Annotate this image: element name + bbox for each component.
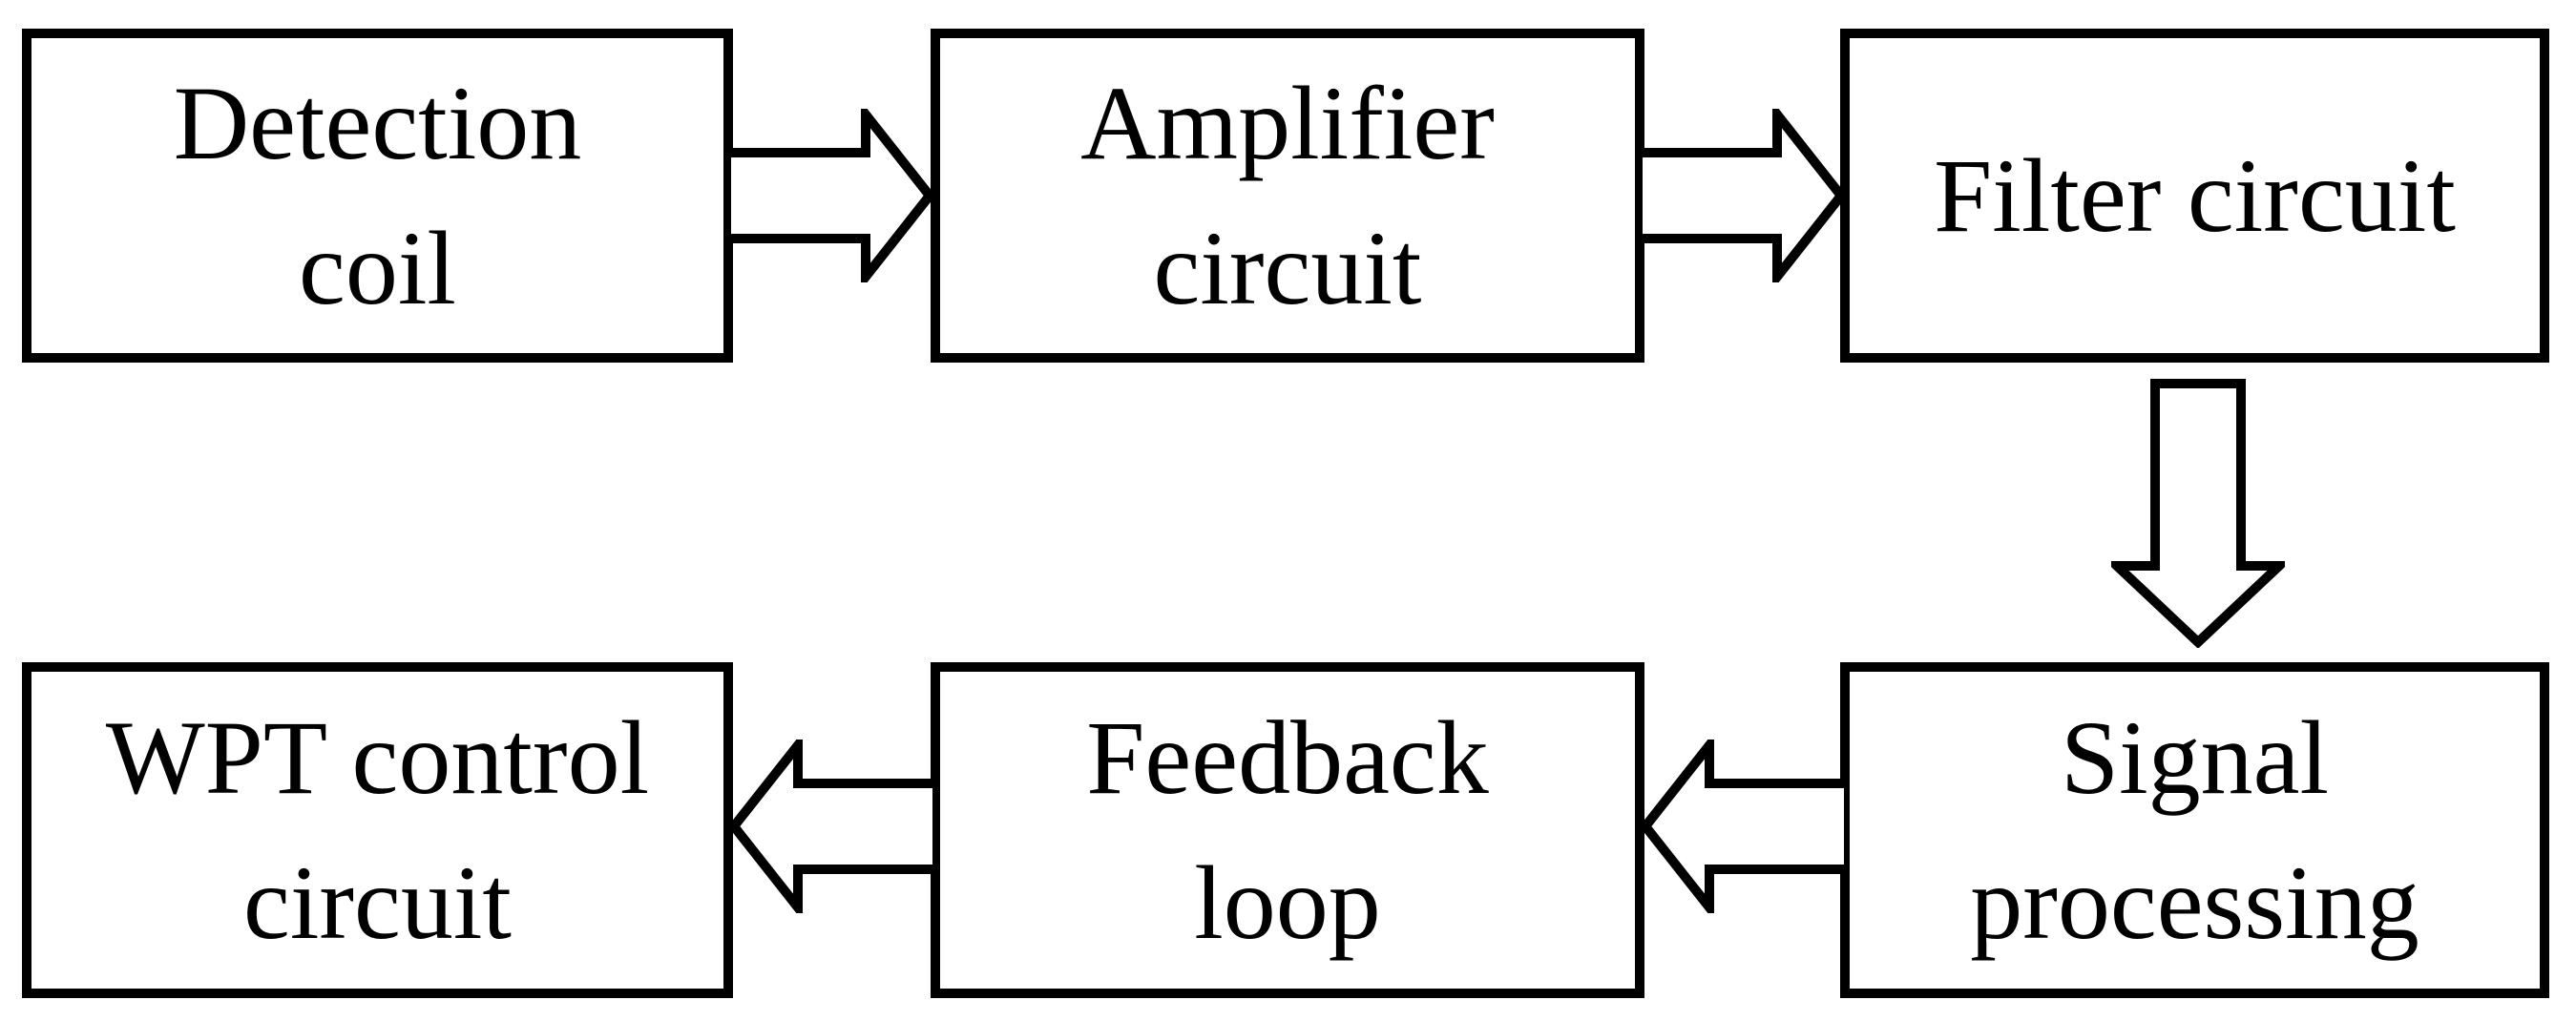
node-label-line: Filter circuit [1934,137,2456,254]
node-detection-coil: Detection coil [22,29,733,363]
arrow-detection-coil-to-amplifier-circuit-icon [731,109,935,282]
arrow-feedback-loop-to-wpt-control-circuit-icon [728,740,932,913]
node-amplifier-circuit: Amplifier circuit [931,29,1644,363]
node-label-line: Feedback [1086,699,1489,816]
node-label-line: Amplifier [1080,65,1495,181]
node-label-line: WPT control [105,699,650,816]
node-filter-circuit: Filter circuit [1840,29,2549,363]
node-label-line: processing [1970,844,2419,961]
node-label-line: circuit [243,844,512,961]
node-label-line: Signal [2060,699,2330,816]
arrow-signal-processing-to-feedback-loop-icon [1640,740,1844,913]
node-label-line: coil [299,210,456,326]
node-label-line: circuit [1153,210,1422,326]
node-wpt-control-circuit: WPT control circuit [22,662,733,998]
arrow-filter-circuit-to-signal-processing-icon [2111,379,2285,648]
node-signal-processing: Signal processing [1840,662,2549,998]
node-feedback-loop: Feedback loop [931,662,1644,998]
arrow-amplifier-circuit-to-filter-circuit-icon [1643,109,1847,282]
node-label-line: Detection [173,65,582,181]
node-label-line: loop [1194,844,1381,961]
